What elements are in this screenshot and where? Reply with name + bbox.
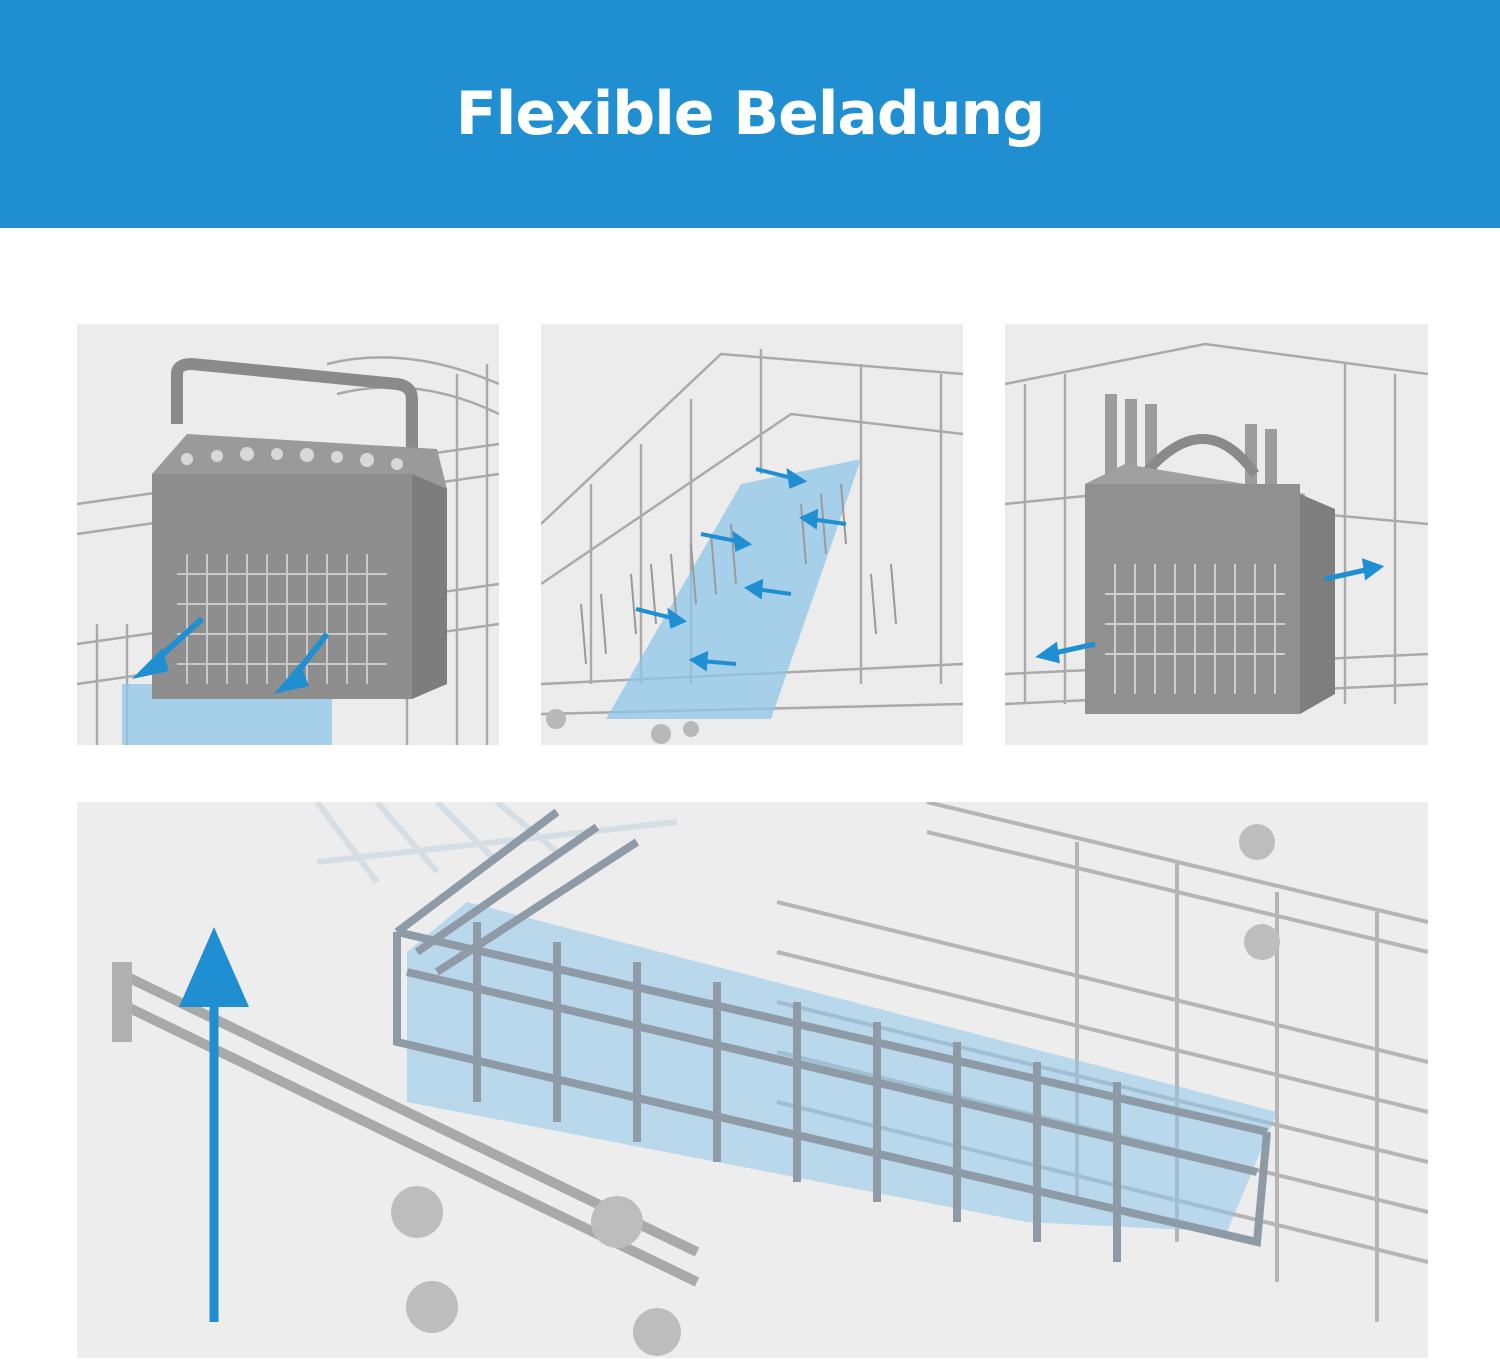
panel-cutlery-basket-reposition — [1005, 324, 1428, 745]
page-title: Flexible Beladung — [455, 79, 1045, 149]
arrow-icon — [635, 467, 847, 672]
height-adjustable-rack-illustration — [112, 802, 1428, 1356]
wheel-icon — [391, 824, 1280, 1356]
highlight-area — [407, 902, 1277, 1232]
arrow-icon — [131, 616, 330, 694]
cutlery-basket-with-cutlery-illustration — [1005, 342, 1428, 714]
foldable-tines-icon — [541, 349, 963, 744]
arrow-icon — [1035, 558, 1385, 664]
panel-cutlery-basket-slide — [77, 324, 499, 745]
cutlery-basket-icon — [1085, 394, 1335, 714]
panel-height-adjustable-rack — [77, 802, 1428, 1358]
arrow-up-icon — [179, 927, 249, 1322]
foldable-tines-icon — [393, 808, 1271, 1262]
highlight-area — [606, 459, 861, 719]
panel-rack-tines-fold — [541, 324, 963, 745]
cutlery-basket-icon — [152, 357, 447, 699]
header-banner: Flexible Beladung — [0, 0, 1500, 228]
cutlery-basket-illustration — [77, 356, 499, 745]
